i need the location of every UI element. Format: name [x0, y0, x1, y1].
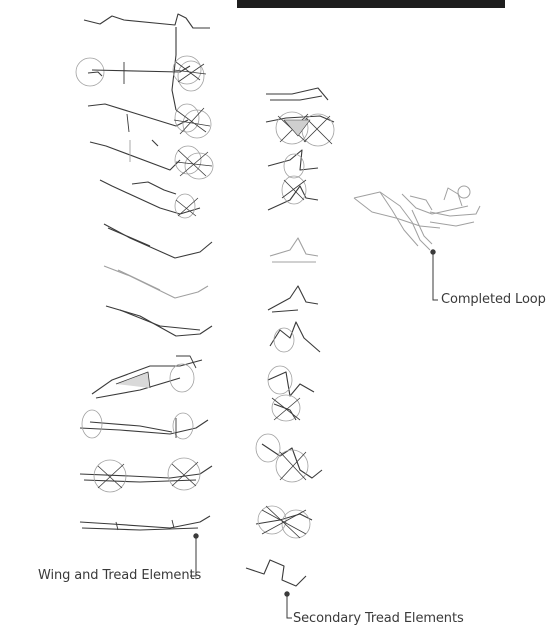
- wing-frame-6: [104, 224, 212, 258]
- wing-frame-2: [76, 56, 206, 91]
- leader-completed-loop: [433, 252, 438, 300]
- completed-loop-figure: [354, 186, 480, 250]
- wing-frame-9: [92, 356, 202, 398]
- wing-frame-7: [104, 266, 208, 298]
- tread-frame-4: [268, 176, 318, 210]
- wing-frame-11: [80, 458, 212, 492]
- wing-frame-1: [84, 14, 210, 110]
- label-wing-tread-elements: Wing and Tread Elements: [38, 568, 201, 583]
- callout-leaders: [190, 250, 438, 618]
- wing-frame-3: [88, 104, 211, 138]
- leader-secondary-tread: [287, 594, 292, 618]
- tread-frame-6: [268, 286, 318, 312]
- tread-frame-8: [268, 366, 314, 421]
- wing-frame-8: [106, 306, 212, 336]
- label-completed-loop: Completed Loop: [441, 292, 546, 307]
- wing-frame-12: [80, 516, 210, 530]
- tread-frame-5: [270, 238, 318, 262]
- leader-dot-wing-tread: [194, 534, 198, 538]
- leader-dot-completed-loop: [431, 250, 435, 254]
- tread-frame-9: [256, 434, 322, 482]
- tread-sequence: [246, 88, 334, 586]
- tread-frame-3: [268, 150, 318, 178]
- tread-frame-1: [266, 88, 328, 100]
- wing-sequence: [76, 14, 213, 530]
- wing-frame-4: [90, 140, 213, 179]
- label-secondary-tread-elements: Secondary Tread Elements: [293, 611, 464, 626]
- tread-frame-7: [270, 322, 320, 352]
- tread-frame-11: [246, 560, 306, 586]
- wing-frame-10: [80, 410, 208, 439]
- tread-frame-2: [266, 112, 334, 146]
- tread-frame-10: [256, 506, 312, 538]
- leader-dot-secondary-tread: [285, 592, 289, 596]
- wing-frame-5: [100, 180, 200, 218]
